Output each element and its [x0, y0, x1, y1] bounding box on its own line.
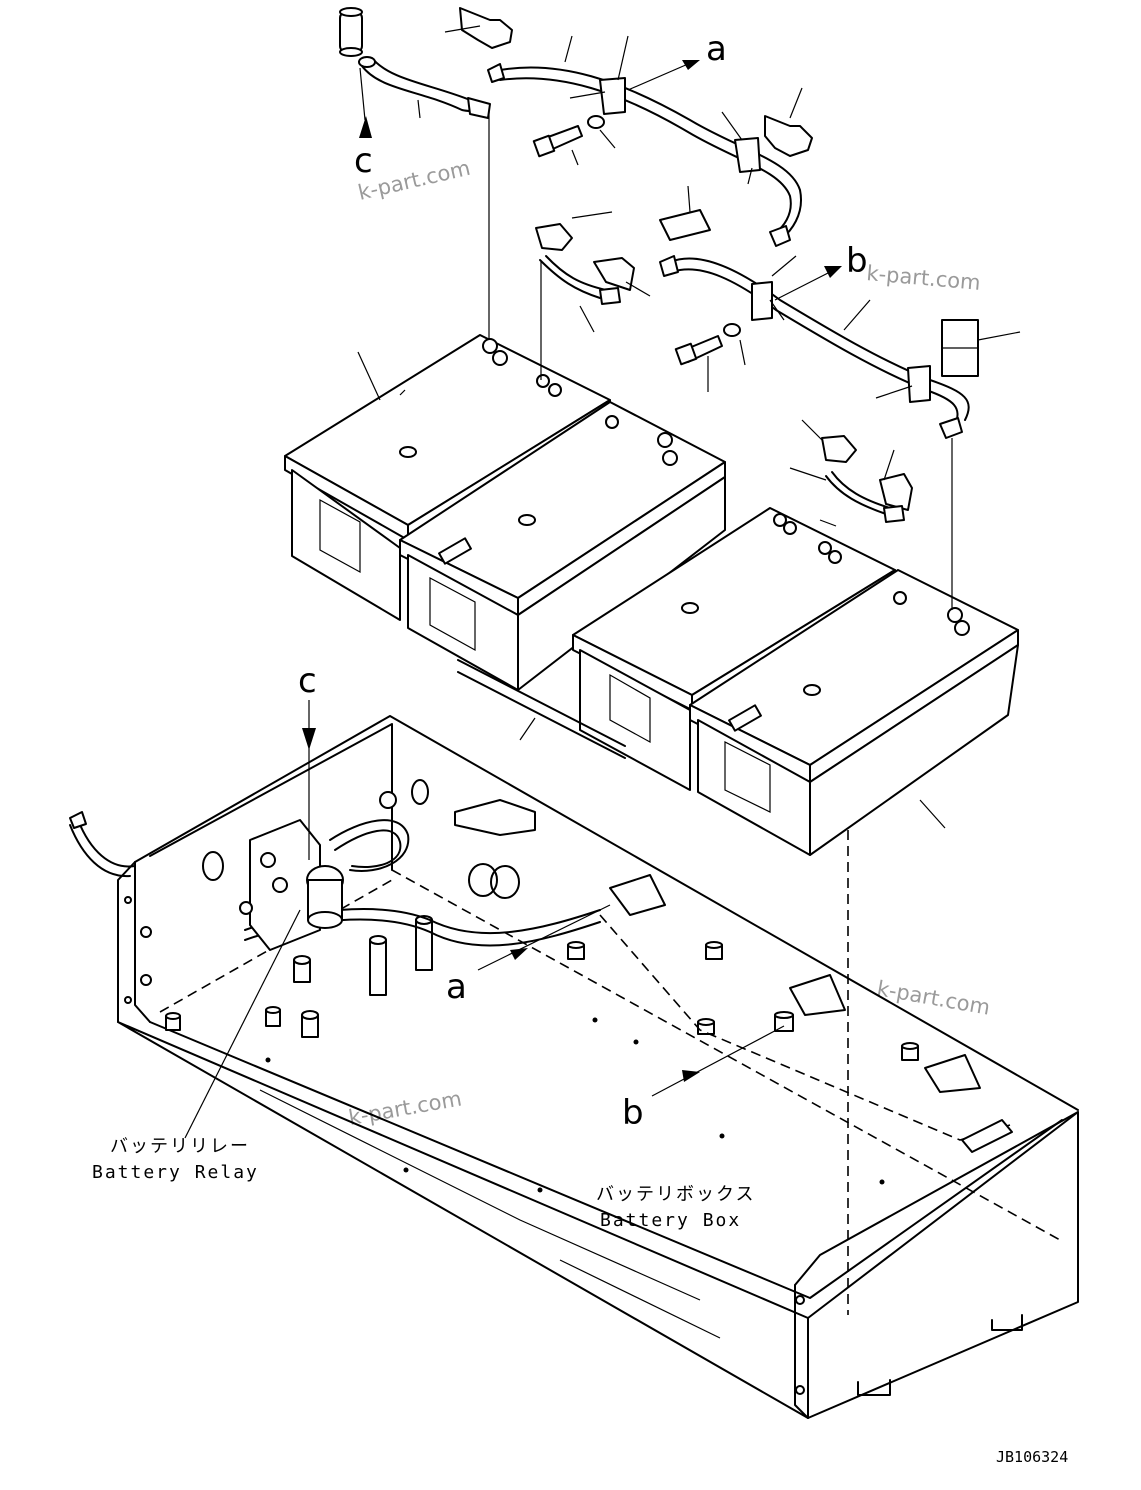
watermark: k-part.com — [356, 156, 473, 205]
terminal-cover — [339, 7, 363, 57]
drawing-number: JB106324 — [996, 1448, 1068, 1466]
battery — [399, 401, 726, 691]
terminal-cover — [821, 435, 857, 463]
battery-relay-label-jp: バッテリリレー — [110, 1136, 250, 1157]
battery-cable — [659, 255, 970, 439]
battery-box-label-en: Battery Box — [600, 1210, 741, 1231]
terminal-cover — [459, 7, 513, 49]
callout-a-bottom: a — [446, 967, 467, 1007]
terminal-cover — [879, 473, 913, 511]
callout-b-top: b — [846, 241, 868, 281]
terminal-cover — [535, 223, 573, 251]
callout-c-mid: c — [298, 661, 317, 701]
hold-down-bar — [457, 671, 626, 759]
leader-lines — [184, 25, 1021, 1315]
battery-box — [117, 715, 1079, 1419]
caution-label — [941, 319, 979, 377]
bolt — [674, 323, 741, 366]
callout-a-top: a — [706, 29, 727, 69]
battery-cable — [358, 56, 491, 119]
callout-arrows — [302, 60, 842, 1097]
battery-relay-label-en: Battery Relay — [92, 1162, 259, 1183]
battery — [689, 569, 1019, 856]
battery-cable — [539, 255, 635, 305]
bolt — [532, 115, 605, 158]
watermark: k-part.com — [875, 976, 992, 1019]
callout-b-bottom: b — [622, 1093, 644, 1133]
battery-cable — [825, 471, 905, 523]
callout-c-top: c — [354, 141, 373, 181]
terminal-cover — [659, 209, 711, 241]
battery-terminal — [482, 338, 970, 636]
battery-box-label-jp: バッテリボックス — [596, 1184, 755, 1205]
battery-relay — [69, 791, 410, 951]
watermark: k-part.com — [866, 261, 982, 295]
watermark: k-part.com — [347, 1086, 464, 1129]
battery-cable — [487, 63, 802, 247]
terminal-cover — [764, 115, 813, 157]
